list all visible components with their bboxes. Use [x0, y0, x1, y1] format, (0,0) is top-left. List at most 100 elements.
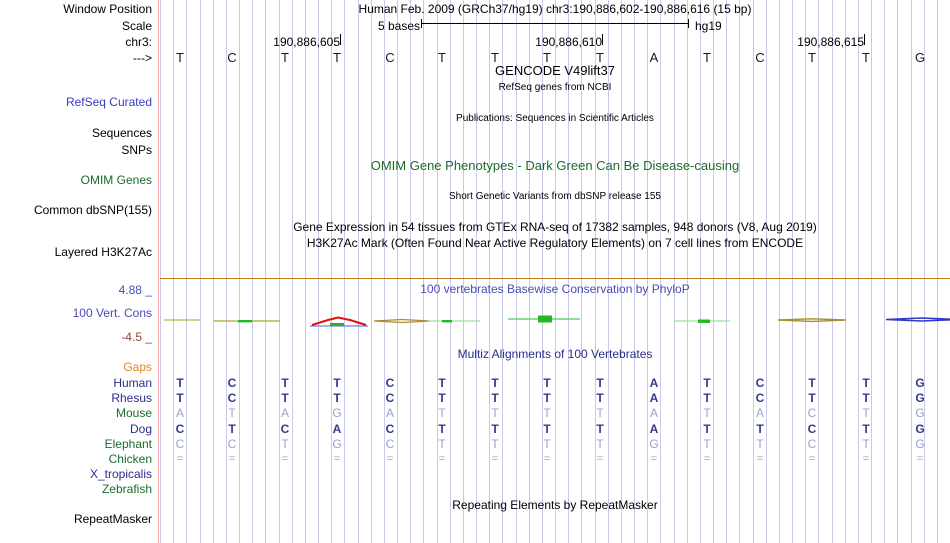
multiz-cell[interactable]: T — [596, 422, 604, 436]
multiz-cell[interactable]: A — [649, 406, 658, 420]
multiz-cell[interactable]: = — [491, 453, 499, 465]
multiz-cell[interactable]: T — [703, 391, 711, 405]
multiz-cell[interactable]: T — [228, 406, 236, 420]
multiz-cell[interactable]: = — [916, 453, 924, 465]
multiz-cell[interactable]: C — [385, 437, 395, 451]
multiz-cell[interactable]: T — [862, 422, 870, 436]
multiz-cell[interactable]: T — [543, 406, 551, 420]
multiz-cell[interactable]: A — [649, 422, 659, 436]
conservation-track-title[interactable]: 100 vertebrates Basewise Conservation by… — [420, 282, 690, 296]
multiz-cell[interactable]: = — [862, 453, 870, 465]
multiz-cell[interactable]: T — [862, 406, 870, 420]
multiz-cell[interactable]: = — [281, 453, 289, 465]
track-title-dbsnp-variants[interactable]: Short Genetic Variants from dbSNP releas… — [449, 191, 661, 202]
multiz-cell[interactable]: T — [703, 422, 711, 436]
multiz-cell[interactable]: T — [596, 376, 604, 390]
multiz-cell[interactable]: G — [915, 376, 925, 390]
track-label-repeatmasker[interactable]: RepeatMasker — [73, 512, 152, 526]
multiz-cell[interactable]: G — [332, 437, 342, 451]
multiz-cell[interactable]: C — [385, 376, 395, 390]
multiz-species-human[interactable]: Human — [113, 376, 152, 390]
multiz-cell[interactable]: G — [915, 437, 925, 451]
multiz-track-title[interactable]: Multiz Alignments of 100 Vertebrates — [457, 347, 653, 361]
multiz-cell[interactable]: A — [332, 422, 342, 436]
multiz-cell[interactable]: T — [808, 391, 816, 405]
multiz-cell[interactable]: C — [807, 422, 817, 436]
track-title-gtex-expression[interactable]: Gene Expression in 54 tissues from GTEx … — [293, 220, 817, 234]
multiz-cell[interactable]: G — [915, 391, 925, 405]
multiz-cell[interactable]: T — [543, 437, 551, 451]
multiz-cell[interactable]: C — [227, 376, 237, 390]
multiz-species-mouse[interactable]: Mouse — [115, 406, 152, 420]
track-label-layered-h3k27ac[interactable]: Layered H3K27Ac — [54, 245, 152, 259]
track-label-sequences[interactable]: Sequences — [91, 126, 152, 140]
multiz-cell[interactable]: A — [649, 391, 659, 405]
multiz-cell[interactable]: C — [807, 437, 817, 451]
multiz-species-chicken[interactable]: Chicken — [108, 452, 152, 466]
multiz-cell[interactable]: T — [438, 391, 446, 405]
multiz-cell[interactable]: A — [385, 406, 394, 420]
multiz-cell[interactable]: = — [650, 453, 658, 465]
track-label-omim-genes[interactable]: OMIM Genes — [80, 173, 152, 187]
multiz-cell[interactable]: = — [176, 453, 184, 465]
multiz-cell[interactable]: C — [227, 391, 237, 405]
multiz-cell[interactable]: = — [543, 453, 551, 465]
multiz-cell[interactable]: T — [703, 406, 711, 420]
multiz-cell[interactable]: A — [280, 406, 289, 420]
multiz-cell[interactable]: T — [596, 437, 604, 451]
multiz-cell[interactable]: T — [703, 437, 711, 451]
track-title-repeatmasker[interactable]: Repeating Elements by RepeatMasker — [452, 498, 658, 512]
multiz-cell[interactable]: = — [703, 453, 711, 465]
multiz-cell[interactable]: C — [175, 422, 185, 436]
multiz-cell[interactable]: = — [386, 453, 394, 465]
multiz-cell[interactable]: C — [807, 406, 817, 420]
multiz-cell[interactable]: = — [596, 453, 604, 465]
multiz-cell[interactable]: = — [438, 453, 446, 465]
multiz-cell[interactable]: T — [491, 376, 499, 390]
multiz-cell[interactable]: C — [280, 422, 290, 436]
multiz-cell[interactable]: T — [438, 437, 446, 451]
multiz-cell[interactable]: T — [491, 391, 499, 405]
track-label-snps[interactable]: SNPs — [121, 143, 152, 157]
multiz-species-elephant[interactable]: Elephant — [104, 437, 152, 451]
multiz-cell[interactable]: C — [755, 376, 765, 390]
multiz-cell[interactable]: T — [491, 406, 499, 420]
multiz-cell[interactable]: C — [385, 391, 395, 405]
multiz-cell[interactable]: = — [333, 453, 341, 465]
multiz-cell[interactable]: T — [596, 406, 604, 420]
multiz-cell[interactable]: T — [438, 376, 446, 390]
multiz-cell[interactable]: G — [915, 406, 925, 420]
multiz-cell[interactable]: C — [227, 437, 237, 451]
multiz-cell[interactable]: C — [385, 422, 395, 436]
track-title-gencode[interactable]: GENCODE V49lift37 — [495, 63, 615, 78]
multiz-cell[interactable]: C — [175, 437, 185, 451]
multiz-cell[interactable]: G — [915, 422, 925, 436]
multiz-cell[interactable]: A — [649, 376, 659, 390]
multiz-cell[interactable]: = — [756, 453, 764, 465]
multiz-cell[interactable]: T — [438, 422, 446, 436]
multiz-cell[interactable]: T — [281, 437, 289, 451]
track-label-refseq-curated[interactable]: RefSeq Curated — [65, 95, 152, 109]
multiz-cell[interactable]: T — [543, 391, 551, 405]
multiz-species-x_tropicalis[interactable]: X_tropicalis — [89, 467, 152, 481]
multiz-cell[interactable]: T — [281, 391, 289, 405]
multiz-cell[interactable]: T — [491, 437, 499, 451]
multiz-cell[interactable]: T — [862, 391, 870, 405]
conservation-wiggle-plot[interactable] — [160, 302, 950, 342]
multiz-cell[interactable]: G — [649, 437, 659, 451]
multiz-cell[interactable]: = — [808, 453, 816, 465]
multiz-cell[interactable]: T — [756, 437, 764, 451]
multiz-cell[interactable]: T — [333, 376, 341, 390]
multiz-cell[interactable]: G — [332, 406, 342, 420]
track-title-refseq-ncbi[interactable]: RefSeq genes from NCBI — [498, 82, 612, 93]
multiz-species-dog[interactable]: Dog — [129, 422, 152, 436]
track-title-publications[interactable]: Publications: Sequences in Scientific Ar… — [456, 113, 654, 124]
multiz-cell[interactable]: = — [228, 453, 236, 465]
multiz-cell[interactable]: T — [281, 376, 289, 390]
multiz-cell[interactable]: T — [491, 422, 499, 436]
multiz-cell[interactable]: T — [438, 406, 446, 420]
track-label-vert-cons[interactable]: 100 Vert. Cons — [72, 306, 152, 320]
track-label-common-dbsnp[interactable]: Common dbSNP(155) — [33, 203, 152, 217]
multiz-cell[interactable]: T — [703, 376, 711, 390]
track-title-h3k27ac-mark[interactable]: H3K27Ac Mark (Often Found Near Active Re… — [306, 236, 804, 250]
